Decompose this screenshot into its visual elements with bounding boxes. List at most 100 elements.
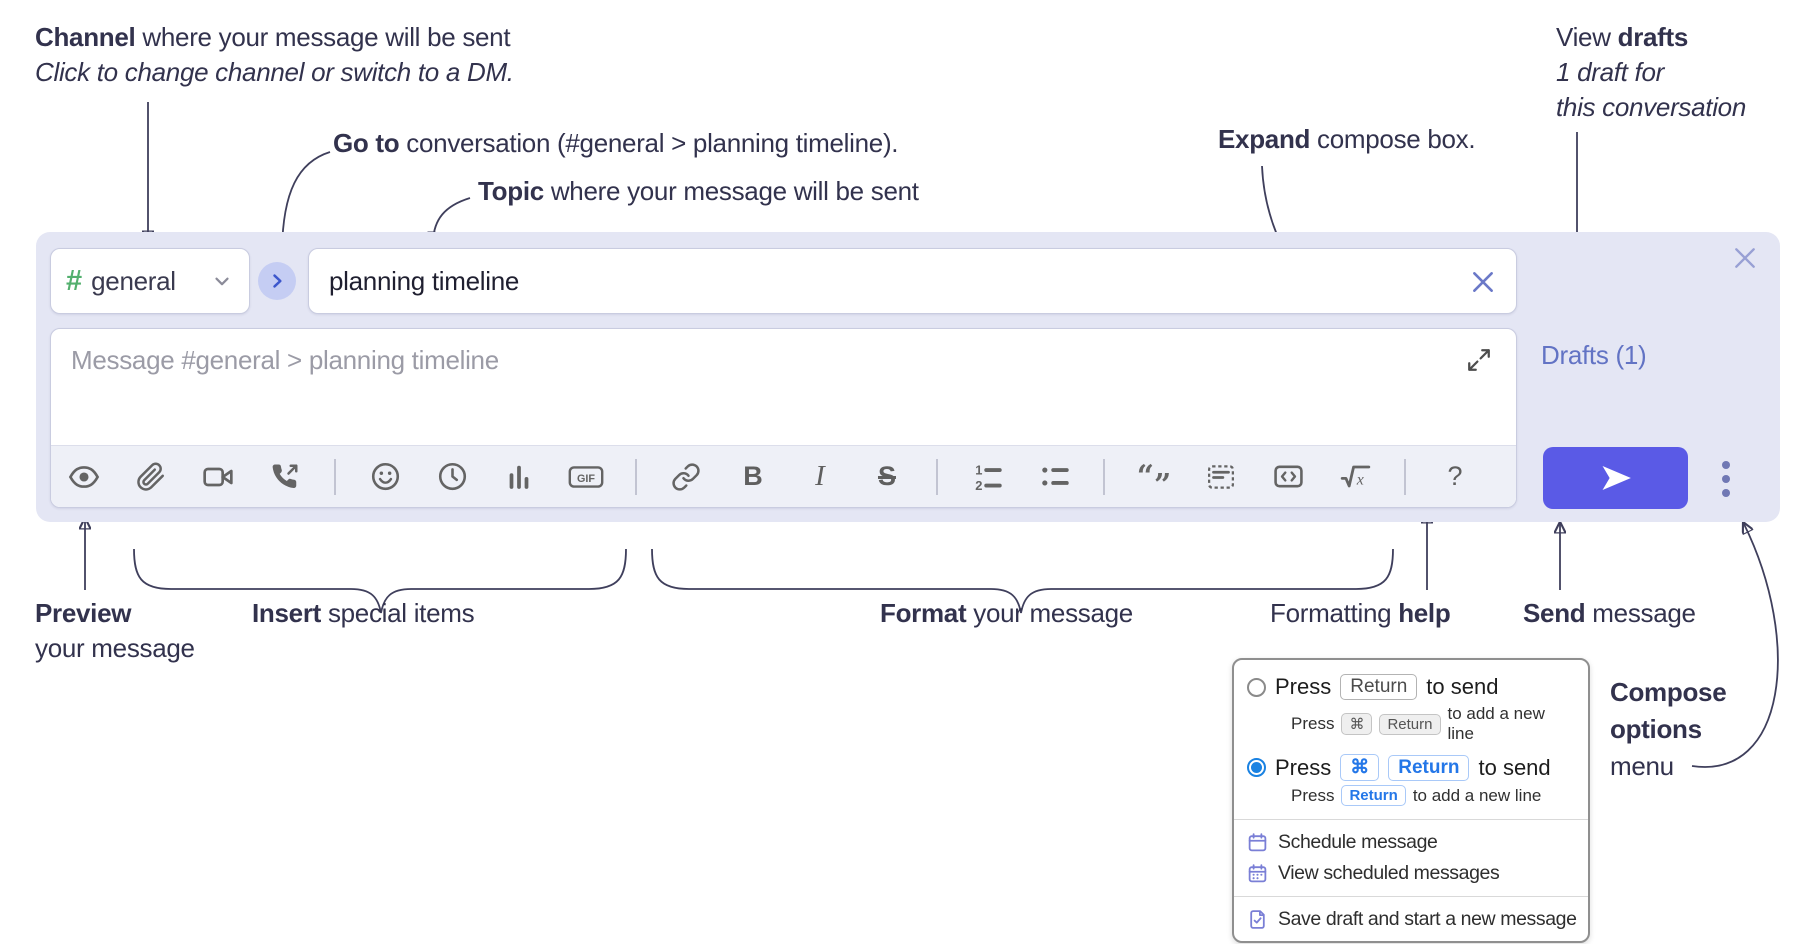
dot (1722, 489, 1730, 497)
strikethrough-button[interactable]: S (877, 461, 896, 491)
clock-icon (438, 462, 466, 491)
preview-button[interactable] (66, 457, 102, 497)
italic-button[interactable]: I (815, 460, 825, 492)
kbd-return: Return (1379, 713, 1441, 735)
menu-item-save-draft[interactable]: Save draft and start a new message (1234, 904, 1588, 935)
calendar-icon (1248, 833, 1267, 852)
topic-annotation: Topic where your message will be sent (478, 176, 919, 206)
svg-text:1: 1 (975, 463, 982, 478)
spoiler-button[interactable] (1203, 457, 1239, 497)
expand-compose-icon[interactable] (1466, 347, 1492, 373)
compose-options-annotation: Compose options menu (1610, 677, 1727, 781)
dot (1722, 461, 1730, 469)
preview-annotation-line1: Preview (35, 598, 132, 628)
calendar-grid-icon (1248, 864, 1267, 883)
toolbar-separator (334, 458, 336, 495)
link-button[interactable] (668, 457, 704, 497)
clear-topic-icon[interactable] (1470, 269, 1496, 295)
send-button[interactable] (1543, 447, 1688, 509)
eye-icon (68, 465, 100, 488)
view-drafts-line3: this conversation (1556, 92, 1747, 122)
math-icon: x (1340, 465, 1370, 489)
dot (1722, 475, 1730, 483)
spoiler-icon (1208, 464, 1234, 489)
numbered-list-button[interactable]: 1 2 (969, 457, 1005, 497)
popup-divider (1234, 896, 1588, 897)
message-formatting-help-button[interactable]: ? (1447, 461, 1463, 491)
channel-annotation-line1: Channel where your message will be sent (35, 22, 511, 52)
toolbar-separator (1404, 458, 1406, 495)
bulleted-list-button[interactable] (1036, 457, 1072, 497)
radio-unselected[interactable] (1247, 677, 1266, 697)
radio-selected[interactable] (1247, 758, 1266, 777)
preview-annotation: Preview your message (35, 596, 195, 666)
smiley-icon (371, 462, 399, 491)
compose-toolbar: GIF B I S 1 2 (51, 445, 1516, 507)
poll-button[interactable] (501, 457, 537, 497)
kbd-cmd: ⌘ (1340, 754, 1380, 781)
math-button[interactable]: x (1337, 457, 1373, 497)
view-drafts-line2: 1 draft for (1556, 57, 1664, 87)
compose-options-popup: Press Return to send Press ⌘ Return to a… (1232, 658, 1590, 943)
menu-item-schedule-message[interactable]: Schedule message (1234, 827, 1588, 858)
svg-text:x: x (1355, 472, 1363, 489)
drafts-link[interactable]: Drafts (1) (1541, 340, 1647, 370)
toolbar-separator (936, 458, 938, 495)
popup-divider (1234, 819, 1588, 820)
send-shortcut-option-cmd-enter[interactable]: Press ⌘ Return to send Press Return to a… (1234, 750, 1588, 812)
video-call-button[interactable] (200, 457, 236, 497)
bold-button[interactable]: B (743, 461, 763, 491)
send-icon (1602, 465, 1631, 491)
phone-call-icon (272, 463, 298, 488)
view-drafts-annotation: View drafts 1 draft for this conversatio… (1556, 20, 1746, 125)
kbd-return: Return (1341, 785, 1406, 806)
goto-annotation: Go to conversation (#general > planning … (333, 128, 899, 158)
schedule-time-button[interactable] (434, 457, 470, 497)
channel-hash-icon: # (66, 264, 83, 297)
emoji-button[interactable] (367, 457, 403, 497)
channel-selector[interactable]: # general (50, 248, 250, 314)
code-icon (1273, 465, 1303, 488)
chevron-down-icon (215, 277, 229, 286)
close-compose-icon[interactable] (1732, 245, 1758, 271)
svg-text:GIF: GIF (577, 473, 595, 485)
paperclip-icon (137, 462, 164, 491)
preview-annotation-line2: your message (35, 633, 195, 663)
formatting-help-annotation: Formatting help (1270, 598, 1451, 628)
message-input[interactable]: Message #general > planning timeline (71, 345, 499, 375)
send-annotation: Send message (1523, 598, 1696, 628)
compose-options-button[interactable] (1712, 454, 1740, 504)
numbered-list-icon: 1 2 (975, 463, 1002, 492)
kbd-return: Return (1388, 754, 1470, 781)
svg-text:2: 2 (975, 478, 982, 492)
bulleted-list-icon (1041, 467, 1069, 486)
message-area: Message #general > planning timeline (50, 328, 1517, 508)
compose-box: # general Message #general > planning ti… (36, 232, 1780, 522)
goto-conversation-button[interactable] (258, 262, 296, 300)
attach-file-button[interactable] (133, 457, 169, 497)
expand-annotation: Expand compose box. (1218, 124, 1476, 154)
link-icon (672, 462, 700, 491)
kbd-return: Return (1340, 674, 1418, 700)
view-drafts-line1: View drafts (1556, 22, 1689, 52)
insert-annotation: Insert special items (252, 598, 475, 628)
topic-input[interactable] (309, 249, 1516, 313)
kbd-cmd: ⌘ (1341, 713, 1373, 735)
channel-annotation: Channel where your message will be sent … (35, 20, 514, 90)
gif-button[interactable]: GIF (568, 457, 604, 497)
menu-item-view-scheduled-messages[interactable]: View scheduled messages (1234, 858, 1588, 889)
bar-chart-icon (509, 465, 529, 489)
code-button[interactable] (1270, 457, 1306, 497)
topic-input-wrap (308, 248, 1517, 314)
channel-name: general (91, 265, 176, 296)
channel-annotation-line2: Click to change channel or switch to a D… (35, 57, 514, 87)
toolbar-separator (635, 458, 637, 495)
draft-saved-icon (1250, 910, 1265, 929)
toolbar-separator (1103, 458, 1105, 495)
quote-button[interactable]: “” (1136, 458, 1172, 503)
voice-call-button[interactable] (267, 457, 303, 497)
send-shortcut-option-enter[interactable]: Press Return to send Press ⌘ Return to a… (1234, 670, 1588, 750)
gif-icon: GIF (568, 465, 604, 488)
video-camera-icon (203, 467, 233, 486)
chevron-right-icon (273, 274, 282, 288)
